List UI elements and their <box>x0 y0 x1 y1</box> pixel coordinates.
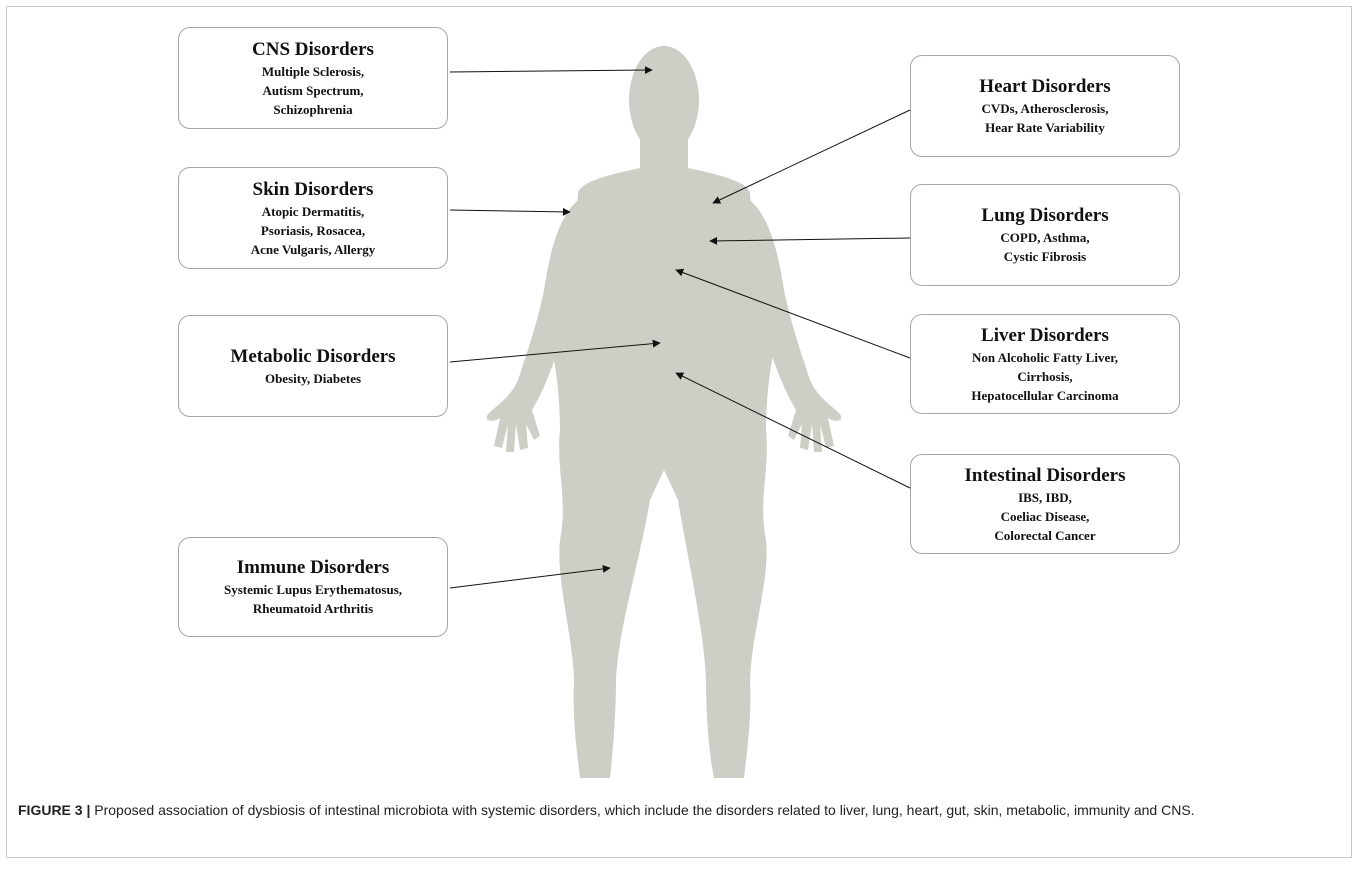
box-line: Psoriasis, Rosacea, <box>260 222 366 238</box>
box-title: Skin Disorders <box>252 178 374 200</box>
box-title: Lung Disorders <box>981 205 1109 226</box>
arrow-intestinal <box>675 372 911 489</box>
box-title: CNS Disorders <box>252 38 374 60</box>
box-line: Cystic Fibrosis <box>1003 249 1087 264</box>
box-line: Schizophrenia <box>273 101 353 117</box>
box-title: Heart Disorders <box>979 76 1111 97</box>
box-line: Obesity, Diabetes <box>264 370 362 386</box>
box-line: Hepatocellular Carcinoma <box>971 387 1119 403</box>
arrow-immune <box>449 564 611 589</box>
arrow-skin <box>449 207 571 216</box>
caption-text: Proposed association of dysbiosis of int… <box>90 802 1195 818</box>
box-line: Rheumatoid Arthritis <box>252 601 374 616</box>
box-line: COPD, Asthma, <box>1000 230 1090 245</box>
box-line: Atopic Dermatitis, <box>261 203 365 219</box>
box-line: Acne Vulgaris, Allergy <box>250 241 376 257</box>
box-line: Coeliac Disease, <box>1000 508 1090 524</box>
box-line: Systemic Lupus Erythematosus, <box>223 582 403 597</box>
figure-frame <box>6 6 1352 858</box>
figure-caption: FIGURE 3 | Proposed association of dysbi… <box>18 800 1328 820</box>
box-intestinal: Intestinal Disorders IBS, IBD, Coeliac D… <box>910 454 1180 554</box>
box-immune: Immune Disorders Systemic Lupus Erythema… <box>178 537 448 637</box>
arrow-metabolic <box>449 339 661 363</box>
arrow-cns <box>449 66 653 75</box>
silhouette-torso <box>578 168 750 205</box>
box-liver: Liver Disorders Non Alcoholic Fatty Live… <box>910 314 1180 414</box>
box-line: Colorectal Cancer <box>994 527 1096 543</box>
box-metabolic: Metabolic Disorders Obesity, Diabetes <box>178 315 448 417</box>
box-title: Immune Disorders <box>236 557 390 578</box>
silhouette-head <box>629 46 699 154</box>
box-title: Liver Disorders <box>981 324 1109 346</box>
box-skin: Skin Disorders Atopic Dermatitis, Psoria… <box>178 167 448 269</box>
box-line: CVDs, Atherosclerosis, <box>981 101 1109 116</box>
box-line: Hear Rate Variability <box>985 120 1105 135</box>
silhouette-left-arm <box>486 196 596 452</box>
box-line: Autism Spectrum, <box>262 82 364 98</box>
arrow-lung <box>709 236 911 245</box>
arrow-heart <box>712 109 911 204</box>
box-title: Intestinal Disorders <box>964 464 1126 486</box>
box-heart: Heart Disorders CVDs, Atherosclerosis, H… <box>910 55 1180 157</box>
box-lung: Lung Disorders COPD, Asthma, Cystic Fibr… <box>910 184 1180 286</box>
box-line: Cirrhosis, <box>1017 368 1073 384</box>
box-line: IBS, IBD, <box>1018 489 1072 505</box>
arrows <box>449 66 911 589</box>
human-silhouette <box>486 46 842 778</box>
box-line: Non Alcoholic Fatty Liver, <box>971 349 1119 365</box>
silhouette-body <box>548 196 778 778</box>
silhouette-right-arm <box>732 196 842 452</box>
figure-label: FIGURE 3 | <box>18 802 91 818</box>
box-cns: CNS Disorders Multiple Sclerosis, Autism… <box>178 27 448 129</box>
box-title: Metabolic Disorders <box>230 345 396 367</box>
box-line: Multiple Sclerosis, <box>261 63 365 79</box>
arrow-liver <box>675 268 911 359</box>
